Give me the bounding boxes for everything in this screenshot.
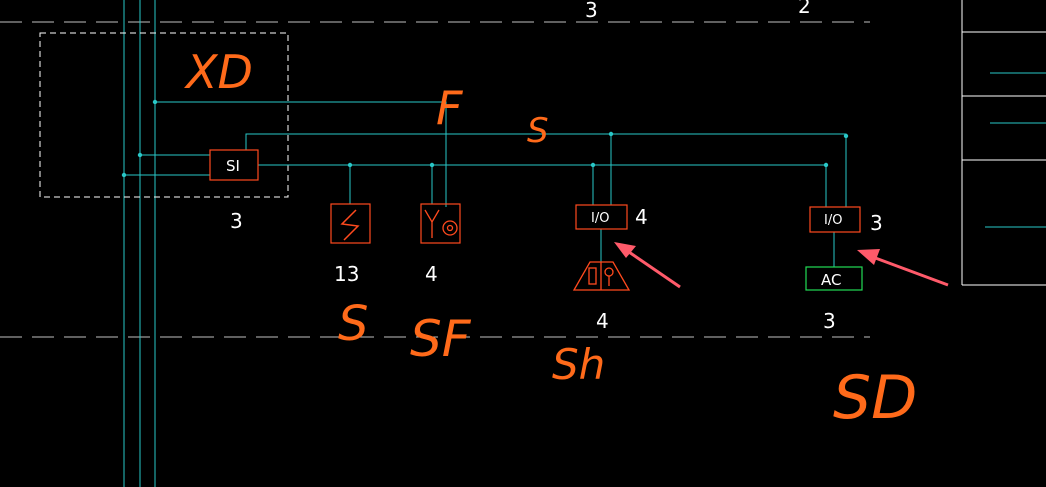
si-device[interactable]: SI <box>209 149 259 181</box>
handwritten-annotations: XD F S S SF Sh SD <box>184 45 917 433</box>
right-table-panel <box>961 0 1046 286</box>
io-module-2-count: 3 <box>870 211 883 235</box>
annotation-f: F <box>436 81 463 135</box>
smoke-detector-icon <box>340 209 360 241</box>
right-panel-wires <box>985 72 1046 228</box>
annotation-s-top: S <box>527 111 549 151</box>
annotation-xd: XD <box>184 45 253 99</box>
smoke-detector-count: 13 <box>334 262 359 286</box>
wiring <box>124 101 847 267</box>
sounder-strobe[interactable] <box>572 261 631 291</box>
io-module-1[interactable]: I/O <box>575 204 628 230</box>
heat-detector-count: 4 <box>425 262 438 286</box>
annotation-sf: SF <box>410 310 472 368</box>
annotation-sd: SD <box>833 363 917 433</box>
si-label: SI <box>226 157 240 175</box>
smoke-detector[interactable] <box>330 203 371 244</box>
heat-detector[interactable] <box>420 203 461 244</box>
si-count: 3 <box>230 209 243 233</box>
arrow-to-io-module-1 <box>614 242 681 289</box>
annotation-sh: Sh <box>552 340 605 389</box>
panel-box <box>39 32 289 198</box>
arrow-to-io-module-2 <box>857 249 949 287</box>
heat-detector-icon <box>424 209 458 238</box>
ac-label: AC <box>821 271 841 289</box>
ac-count: 3 <box>823 309 836 333</box>
ac-box[interactable]: AC <box>805 266 863 291</box>
top-label-left: 3 <box>585 0 598 22</box>
io-module-1-label: I/O <box>591 211 609 226</box>
top-label-right: 2 <box>798 0 811 18</box>
annotation-s-bottom: S <box>338 296 368 352</box>
wire-junctions <box>121 99 849 178</box>
io-module-2[interactable]: I/O <box>809 206 861 233</box>
sounder-strobe-count: 4 <box>596 309 609 333</box>
io-module-1-count: 4 <box>635 205 648 229</box>
sounder-strobe-icon <box>572 261 631 291</box>
vertical-bus <box>123 0 156 487</box>
io-module-2-label: I/O <box>824 213 842 228</box>
